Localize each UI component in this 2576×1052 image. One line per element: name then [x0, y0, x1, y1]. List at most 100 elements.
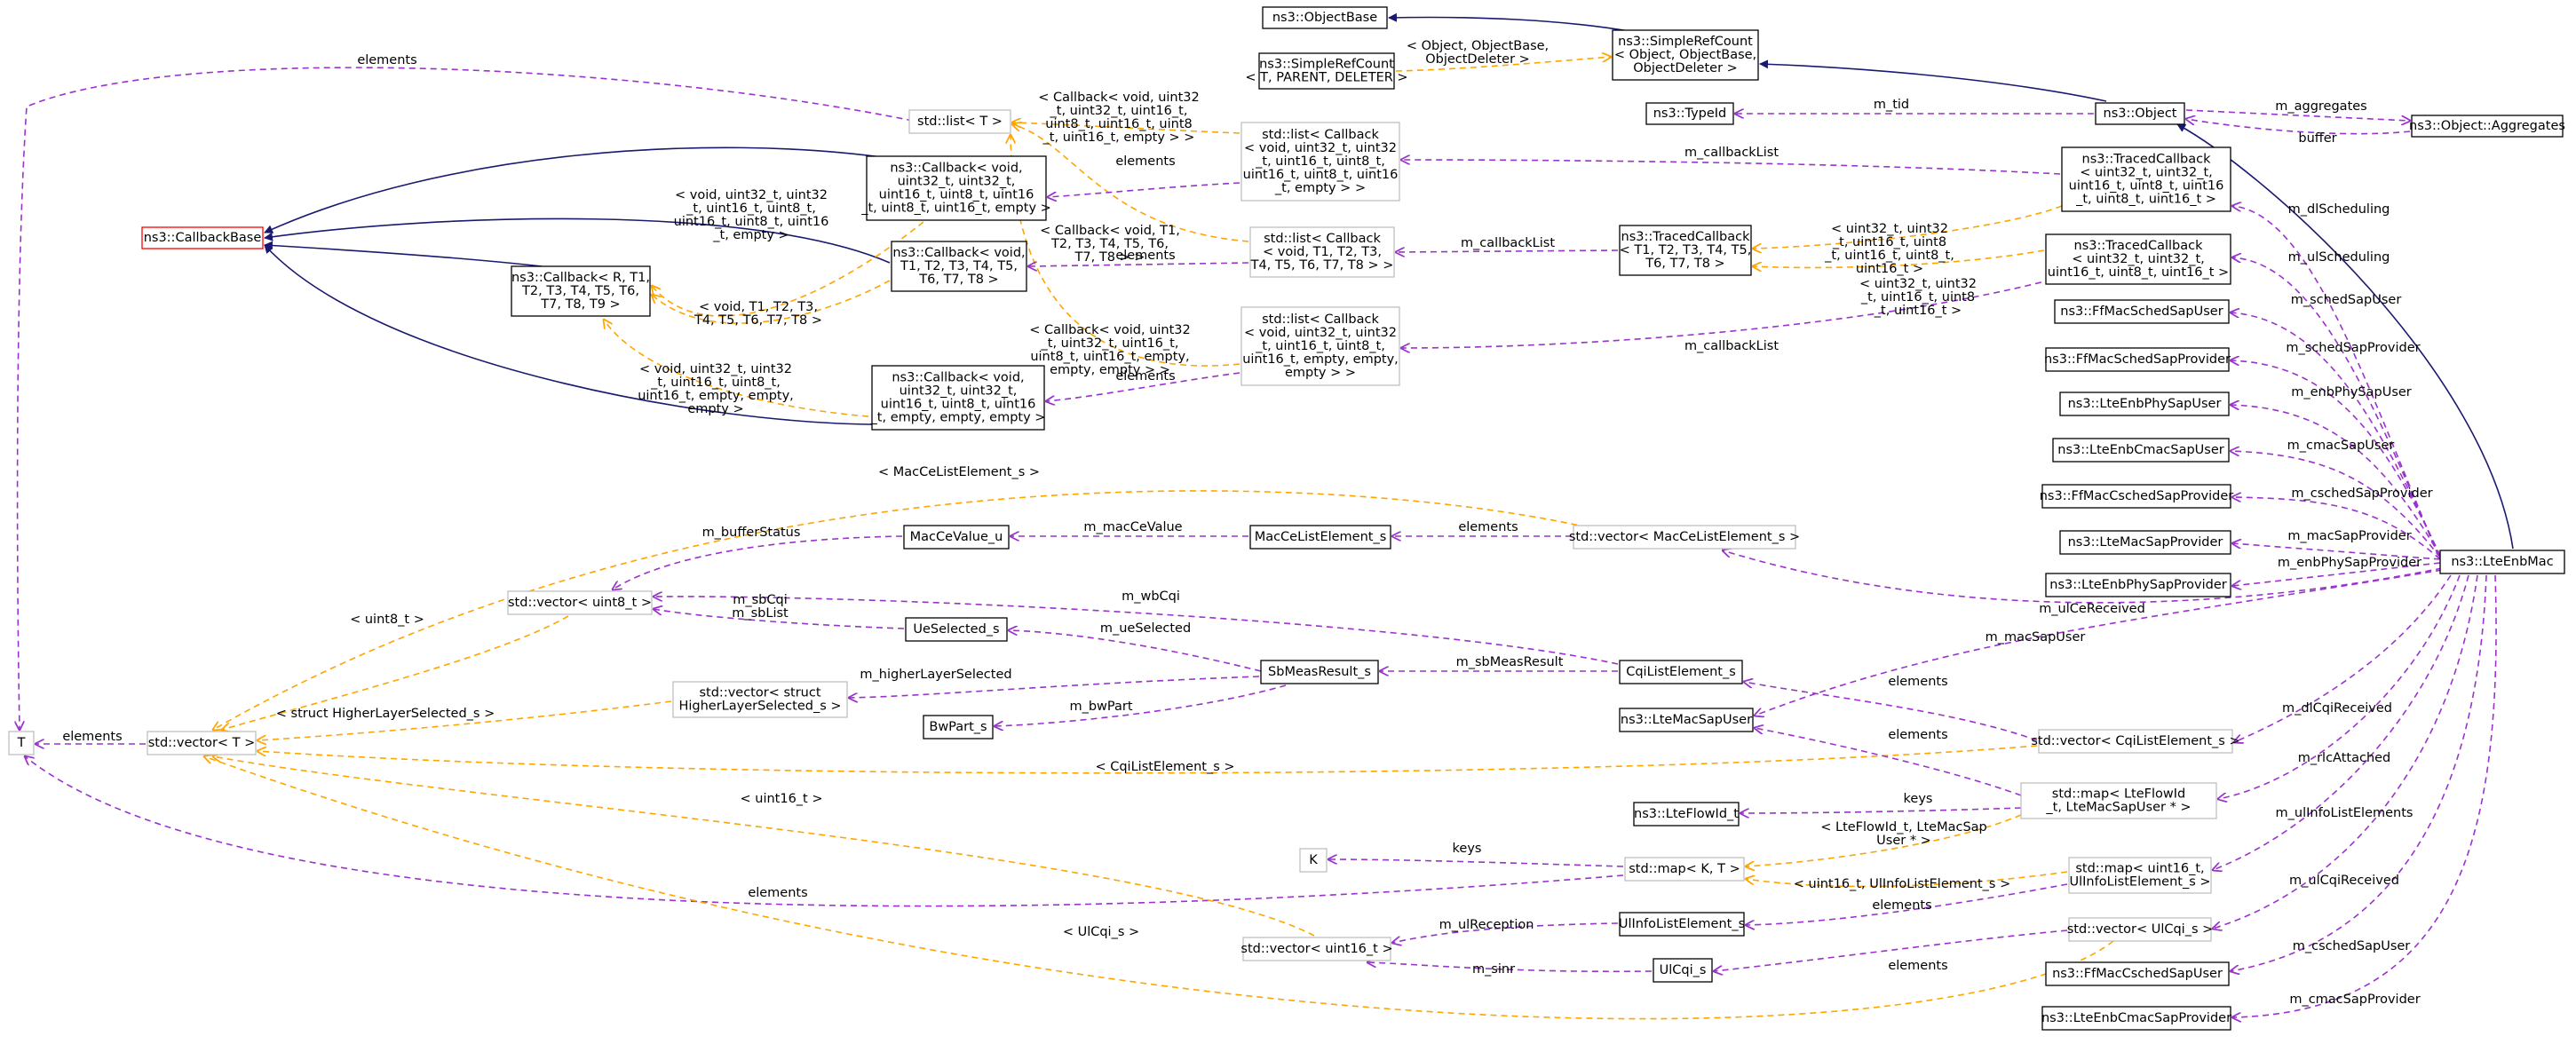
node-ul-cqi[interactable]: UlCqi_s — [1653, 958, 1713, 983]
node-lte-enb-cmac-sap-user[interactable]: ns3::LteEnbCmacSapUser — [2052, 438, 2230, 463]
edge-label-vec-t-to-t: elements — [62, 730, 122, 744]
node-callback5[interactable]: ns3::Callback< void,uint32_t, uint32_t,u… — [860, 155, 1051, 221]
node-vec-t[interactable]: std::vector< T > — [147, 731, 257, 755]
node-ff-mac-csched-sap-user[interactable]: ns3::FfMacCschedSapUser — [2045, 961, 2230, 986]
node-k[interactable]: K — [1299, 848, 1328, 873]
edge-label-ul-cqi-to-vec-uint16: m_sinr — [1472, 962, 1515, 977]
node-object-base[interactable]: ns3::ObjectBase — [1262, 6, 1388, 29]
node-lte-mac-sap-user[interactable]: ns3::LteMacSapUser — [1619, 708, 1754, 732]
node-std-list-t[interactable]: std::list< T > — [908, 109, 1011, 134]
node-vec-mac-ce[interactable]: std::vector< MacCeListElement_s > — [1569, 525, 1800, 550]
node-label: ns3::Callback< void,uint32_t, uint32_t,u… — [860, 162, 1051, 216]
edge-label-mac-ce-list-element-to-mac-ce-value: m_macCeValue — [1083, 520, 1182, 534]
edge-labels-layer: < Object, ObjectBase,ObjectDeleter >m_ti… — [62, 39, 2432, 1007]
node-bw-part[interactable]: BwPart_s — [923, 715, 994, 740]
node-box — [871, 365, 1045, 431]
node-traced-callback5[interactable]: ns3::TracedCallback< uint32_t, uint32_t,… — [2061, 146, 2231, 212]
node-type-id[interactable]: ns3::TypeId — [1645, 102, 1734, 125]
edge-label-lte-enb-mac-to-lte-mac-sap-user: m_macSapUser — [1986, 630, 2086, 645]
node-map-flow[interactable]: std::map< LteFlowId_t, LteMacSapUser * > — [2020, 782, 2217, 819]
node-simple-ref-count-t[interactable]: ns3::SimpleRefCount< T, PARENT, DELETER … — [1245, 52, 1408, 90]
node-callback-t[interactable]: ns3::Callback< void,T1, T2, T3, T4, T5,T… — [891, 241, 1027, 292]
edge-label-std-list-cb5-to-std-list-t: < Callback< void, uint32_t, uint32_t, ui… — [1038, 91, 1200, 145]
edge-label-line: < LteFlowId_t, LteMacSap — [1820, 820, 1987, 834]
node-ul-info-list[interactable]: UlInfoListElement_s — [1619, 912, 1745, 937]
node-callback4[interactable]: ns3::Callback< void,uint32_t, uint32_t,u… — [870, 365, 1046, 431]
node-label: ns3::LteMacSapUser — [1621, 713, 1752, 727]
node-traced-callback-t[interactable]: ns3::TracedCallback< T1, T2, T3, T4, T5,… — [1619, 225, 1752, 276]
edge-label-line: m_ulReception — [1439, 918, 1534, 932]
edge-label-line: m_ulCqiReceived — [2289, 874, 2399, 888]
edge-label-sb-meas-result-to-ue-selected: m_ueSelected — [1100, 621, 1191, 636]
edge-label-line: m_tid — [1874, 98, 1909, 112]
node-label-line: uint16_t, uint8_t, uint16 — [1243, 168, 1399, 182]
node-vec-cqi[interactable]: std::vector< CqiListElement_s > — [2031, 729, 2240, 754]
node-cqi-list-element[interactable]: CqiListElement_s — [1619, 660, 1743, 684]
node-box — [2059, 392, 2230, 416]
node-vec-uint16[interactable]: std::vector< uint16_t > — [1240, 937, 1393, 961]
node-lte-enb-cmac-sap-provider[interactable]: ns3::LteEnbCmacSapProvider — [2041, 1006, 2231, 1031]
node-label-line: T6, T7, T8 > — [1645, 257, 1724, 271]
node-label: SbMeasResult_s — [1268, 665, 1371, 679]
node-lte-enb-phy-sap-provider[interactable]: ns3::LteEnbPhySapProvider — [2045, 573, 2231, 597]
edge-label-line: elements — [1888, 728, 1947, 742]
node-box — [1242, 937, 1391, 961]
node-std-list-cb4[interactable]: std::list< Callback< void, uint32_t, uin… — [1240, 306, 1400, 386]
node-simple-ref-count-obj[interactable]: ns3::SimpleRefCount< Object, ObjectBase,… — [1612, 29, 1759, 81]
edge-label-line: _t, uint16_t, uint8 — [1832, 235, 1946, 249]
edge-lte-enb-mac-to-vec-ul-cqi — [2213, 574, 2478, 929]
node-lte-enb-mac[interactable]: ns3::LteEnbMac — [2439, 550, 2565, 574]
node-vec-uint8[interactable]: std::vector< uint8_t > — [507, 590, 653, 615]
node-label-line: < void, T1, T2, T3, — [1263, 245, 1382, 259]
node-ue-selected[interactable]: UeSelected_s — [905, 617, 1008, 642]
node-label-line: std::map< uint16_t, — [2075, 862, 2204, 876]
node-ff-mac-csched-sap-provider[interactable]: ns3::FfMacCschedSapProvider — [2040, 484, 2234, 509]
node-label: ns3::Callback< void,uint32_t, uint32_t,u… — [870, 371, 1046, 425]
edge-label-line: m_enbPhySapUser — [2291, 385, 2412, 399]
edge-label-lte-enb-mac-to-lte-enb-cmac-sap-user: m_cmacSapUser — [2287, 439, 2395, 453]
node-label-line: std::vector< struct — [699, 686, 820, 700]
edge-sb-meas-result-to-ue-selected — [1009, 630, 1262, 672]
node-lte-mac-sap-provider[interactable]: ns3::LteMacSapProvider — [2059, 530, 2231, 555]
node-lte-flow-id[interactable]: ns3::LteFlowId_t — [1633, 802, 1740, 827]
node-sb-meas-result[interactable]: SbMeasResult_s — [1260, 660, 1379, 684]
node-ff-mac-sched-sap-provider[interactable]: ns3::FfMacSchedSapProvider — [2044, 347, 2231, 372]
node-label-line: std::vector< uint16_t > — [1240, 942, 1392, 956]
node-callback-base[interactable]: ns3::CallbackBase — [141, 226, 264, 249]
node-std-list-cb5[interactable]: std::list< Callback< void, uint32_t, uin… — [1240, 122, 1400, 202]
node-box — [923, 715, 994, 740]
node-map-kt[interactable]: std::map< K, T > — [1624, 857, 1745, 882]
node-vec-ul-cqi[interactable]: std::vector< UlCqi_s > — [2067, 917, 2214, 942]
node-object[interactable]: ns3::Object — [2095, 102, 2185, 125]
node-mac-ce-value[interactable]: MacCeValue_u — [903, 525, 1010, 550]
node-box — [1262, 6, 1388, 29]
node-label: ns3::TracedCallback< uint32_t, uint32_t,… — [2048, 239, 2229, 280]
edge-label-line: m_sbMeasResult — [1456, 655, 1564, 669]
node-box — [1260, 660, 1379, 684]
node-lte-enb-phy-sap-user[interactable]: ns3::LteEnbPhySapUser — [2059, 392, 2230, 416]
node-box — [2045, 961, 2230, 986]
node-box — [2061, 146, 2231, 212]
node-t[interactable]: T — [8, 731, 35, 755]
edge-vec-uint16-to-vec-t — [213, 756, 1315, 937]
node-traced-callback4[interactable]: ns3::TracedCallback< uint32_t, uint32_t,… — [2045, 233, 2231, 285]
edge-label-line: m_ulInfoListElements — [2276, 806, 2414, 820]
node-label: ns3::LteMacSapProvider — [2068, 535, 2223, 550]
edge-lte-enb-mac-to-lte-mac-sap-provider — [2232, 543, 2441, 560]
node-label-line: ns3::Callback< void, — [890, 162, 1022, 176]
node-mac-ce-list-element[interactable]: MacCeListElement_s — [1249, 525, 1391, 550]
edge-sb-meas-result-to-bw-part — [995, 684, 1287, 726]
node-map-ul[interactable]: std::map< uint16_t,UlInfoListElement_s > — [2068, 857, 2212, 894]
node-label: ns3::LteEnbPhySapUser — [2068, 397, 2222, 411]
node-ff-mac-sched-sap-user[interactable]: ns3::FfMacSchedSapUser — [2054, 299, 2230, 324]
node-label-line: _t, uint16_t, uint8_t, — [1255, 154, 1385, 169]
node-aggregates[interactable]: ns3::Object::Aggregates — [2409, 115, 2565, 138]
node-std-list-cb-t[interactable]: std::list< Callback< void, T1, T2, T3,T4… — [1249, 226, 1395, 278]
edge-label-line: _t, uint16_t, uint8_t, — [686, 202, 816, 216]
node-label: BwPart_s — [929, 720, 987, 734]
edge-label-line: m_sinr — [1472, 962, 1515, 977]
node-callback-r[interactable]: ns3::Callback< R, T1,T2, T3, T4, T5, T6,… — [511, 265, 651, 317]
